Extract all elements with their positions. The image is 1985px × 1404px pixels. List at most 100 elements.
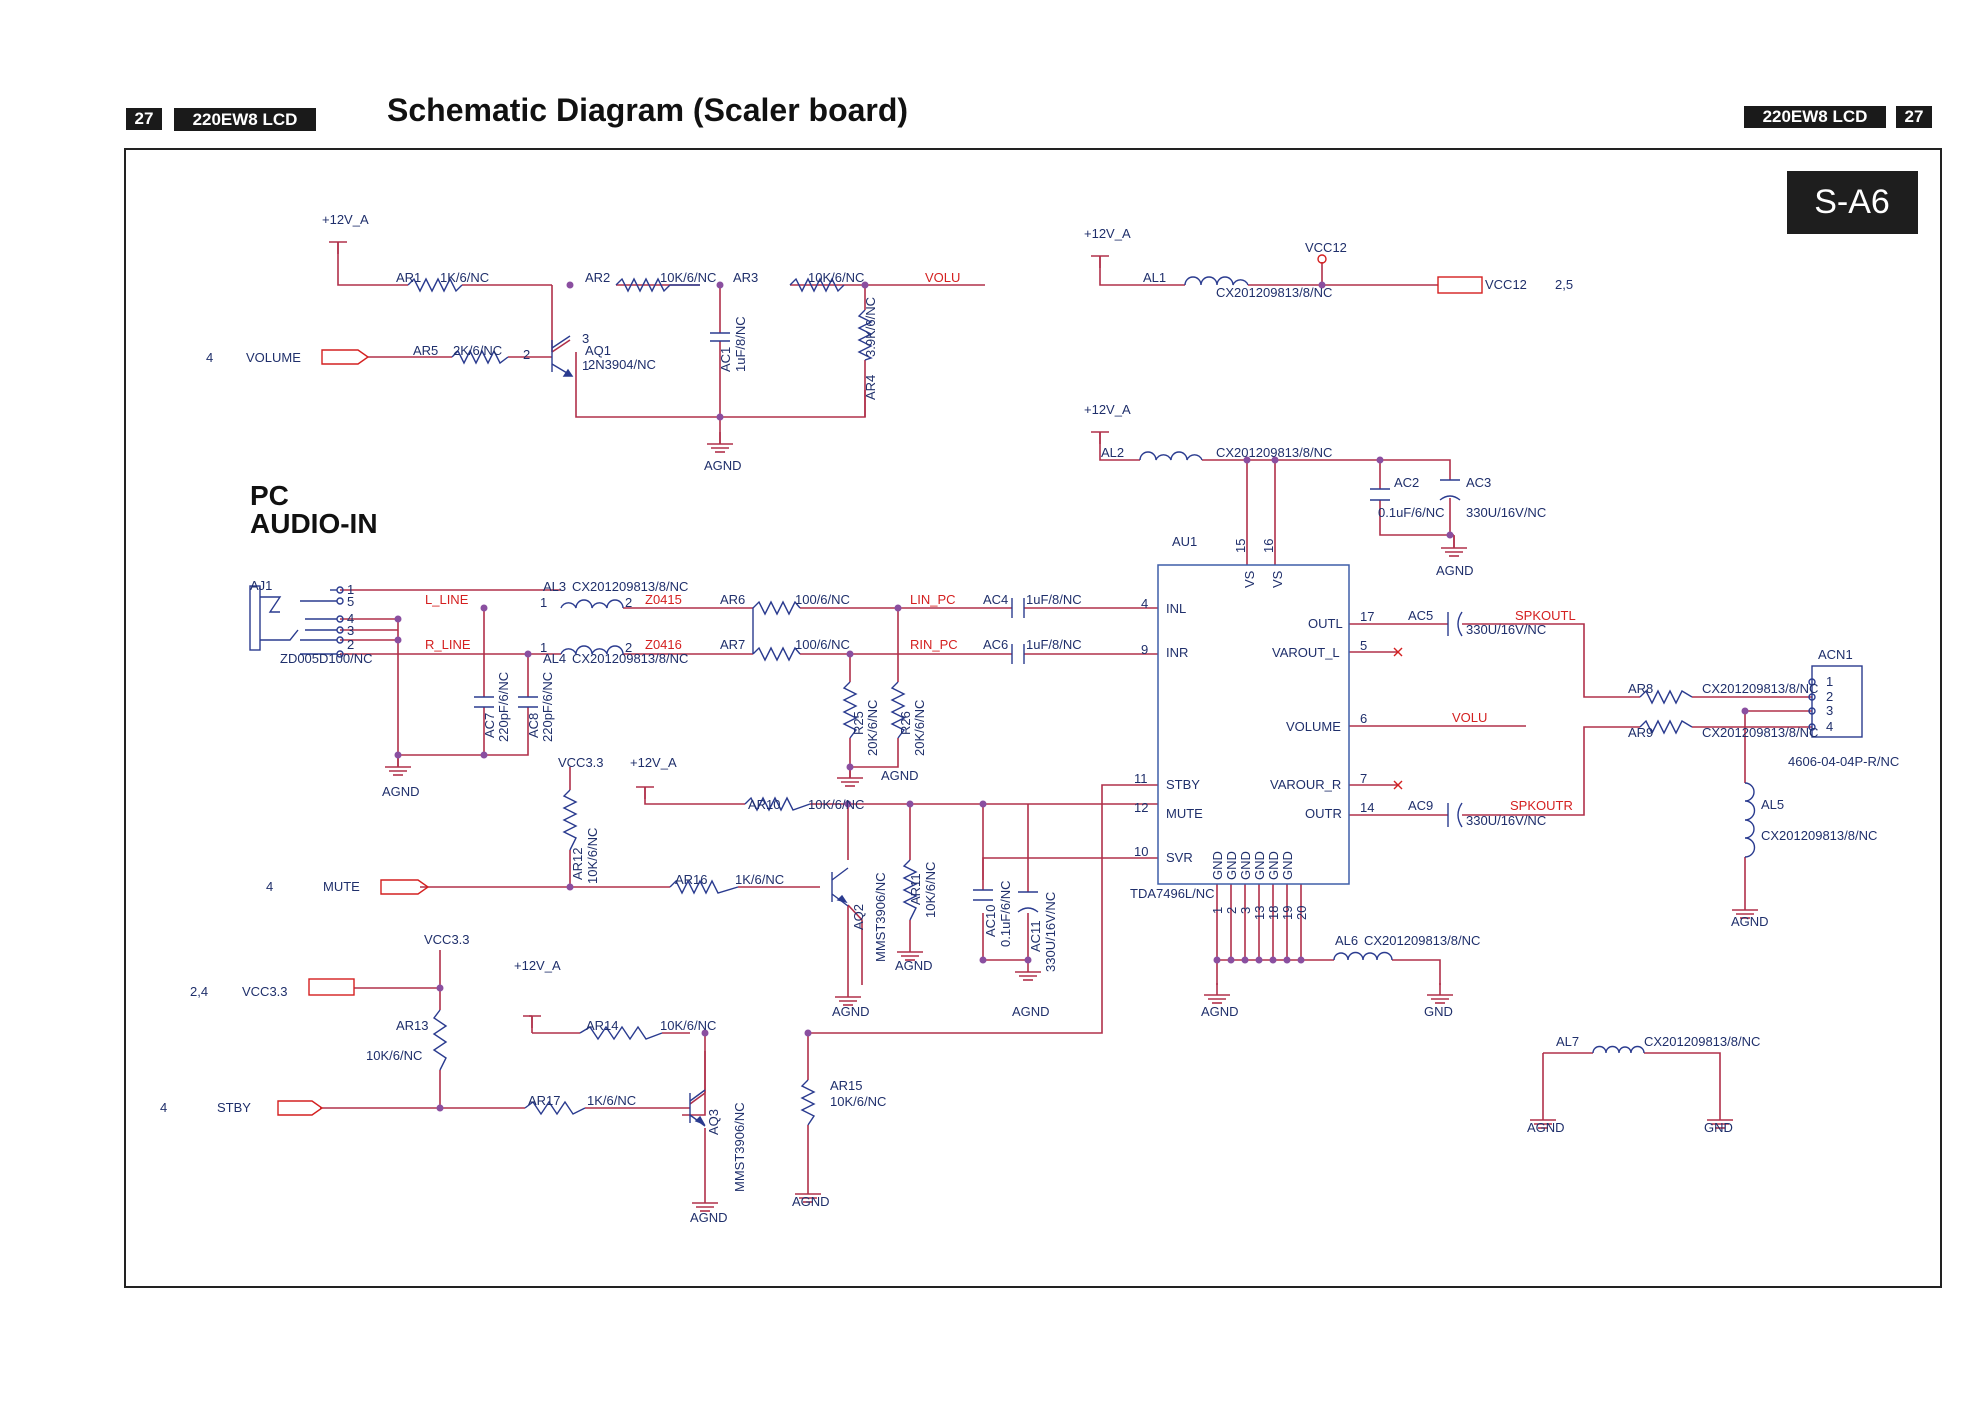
resistor-ar13	[432, 1009, 448, 1071]
label-ar6-value: 100/6/NC	[795, 592, 850, 607]
resistor-r26	[890, 681, 906, 739]
label-ar13: AR13	[396, 1018, 429, 1033]
capacitor-ac5	[1447, 611, 1463, 637]
label-pin14: 14	[1360, 800, 1374, 815]
label-ar17: AR17	[528, 1093, 561, 1108]
label-ar9-value: CX201209813/8/NC	[1702, 725, 1818, 740]
label-pin17: 17	[1360, 609, 1374, 624]
label-pin9: 9	[1141, 642, 1148, 657]
resistor-ar3	[789, 277, 845, 293]
label-acn1: ACN1	[1818, 647, 1853, 662]
components	[249, 254, 1863, 1127]
label-gnd-3: GND	[1238, 851, 1253, 880]
transistor-aq1	[551, 335, 574, 377]
capacitor-ac7	[474, 696, 494, 708]
label-agnd-9: AGND	[832, 1004, 870, 1019]
resistor-ar8	[1639, 689, 1693, 705]
label-inr: INR	[1166, 645, 1188, 660]
label-agnd-12: AGND	[792, 1194, 830, 1209]
label-gnd-6: GND	[1280, 851, 1295, 880]
label-ar15-value: 10K/6/NC	[830, 1094, 886, 1109]
label-zd005: ZD005D100/NC	[280, 651, 373, 666]
label-ar2-value: 10K/6/NC	[660, 270, 716, 285]
label-stby-num: 4	[160, 1100, 167, 1115]
label-ac3: AC3	[1466, 475, 1491, 490]
label-agnd-5: AGND	[1201, 1004, 1239, 1019]
label-vcc12-top: VCC12	[1305, 240, 1347, 255]
capacitor-ac2	[1370, 488, 1390, 501]
label-outl: OUTL	[1308, 616, 1343, 631]
label-outr: OUTR	[1305, 806, 1342, 821]
label-al6-value: CX201209813/8/NC	[1364, 933, 1480, 948]
label-al5: AL5	[1761, 797, 1784, 812]
wires	[320, 242, 1812, 1191]
sheet-id: S-A6	[1814, 183, 1890, 221]
label-agnd-6: AGND	[1731, 914, 1769, 929]
label-pin12: 12	[1134, 800, 1148, 815]
label-gnd-pin19: 19	[1280, 906, 1295, 920]
label-aj-pin2: 2	[347, 637, 354, 652]
label-vcc33-b: VCC3.3	[424, 932, 470, 947]
label-al1: AL1	[1143, 270, 1166, 285]
label-ar10: AR10	[748, 797, 781, 812]
label-ac4-value: 1uF/8/NC	[1026, 592, 1082, 607]
label-ar3-value: 10K/6/NC	[808, 270, 864, 285]
label-ar15: AR15	[830, 1078, 863, 1093]
label-gnd-ground-5: GND	[1424, 1004, 1453, 1019]
audio-jack-aj1	[249, 585, 344, 658]
label-pin7: 7	[1360, 771, 1367, 786]
inductor-al1	[1184, 276, 1249, 286]
label-varout-l: VAROUT_L	[1272, 645, 1340, 660]
label-svr-pin: SVR	[1166, 850, 1193, 865]
label-aj1: AJ1	[250, 578, 272, 593]
resistor-ar12	[562, 789, 578, 851]
label-volume-name: VOLUME	[246, 350, 301, 365]
resistor-ar11	[902, 859, 918, 921]
label-ar1-value: 1K/6/NC	[440, 270, 489, 285]
page-number-left: 27	[126, 108, 162, 130]
label-ar12-value: 10K/6/NC	[585, 828, 600, 884]
label-p12a-5: +12V_A	[514, 958, 561, 973]
label-r25-value: 20K/6/NC	[865, 700, 880, 756]
connector-acn1	[1808, 665, 1863, 738]
label-ac10: AC10	[983, 904, 998, 937]
label-p12a-4: +12V_A	[630, 755, 677, 770]
page-number-right: 27	[1896, 106, 1932, 128]
label-vs-1: VS	[1242, 570, 1257, 588]
label-vcc33-a: VCC3.3	[558, 755, 604, 770]
label-agnd-2: AGND	[1436, 563, 1474, 578]
label-vcc33-name: VCC3.3	[242, 984, 288, 999]
label-ac6-value: 1uF/8/NC	[1026, 637, 1082, 652]
label-ac9-value: 330U/16V/NC	[1466, 813, 1546, 828]
inductor-al5	[1744, 782, 1756, 858]
capacitor-ac6	[1011, 644, 1025, 664]
label-ac11: AC11	[1028, 920, 1043, 952]
resistor-ar7	[752, 646, 801, 662]
schematic-frame	[124, 148, 1942, 1288]
label-inl: INL	[1166, 601, 1186, 616]
label-al3: AL3	[543, 579, 566, 594]
label-ar16-value: 1K/6/NC	[735, 872, 784, 887]
label-z0416: Z0416	[645, 637, 682, 652]
label-tda7496l: TDA7496L/NC	[1130, 886, 1215, 901]
label-ar7-value: 100/6/NC	[795, 637, 850, 652]
label-aq1-value: 2N3904/NC	[588, 357, 656, 372]
transistor-aq3	[689, 1089, 706, 1127]
inductor-al2	[1139, 451, 1203, 461]
section-title-line2: AUDIO-IN	[250, 508, 378, 539]
label-ac8-value: 220pF/6/NC	[540, 672, 555, 742]
label-ar10-value: 10K/6/NC	[808, 797, 864, 812]
label-spkoutr: SPKOUTR	[1510, 798, 1573, 813]
mute-input-port	[380, 879, 430, 895]
label-ar9: AR9	[1628, 725, 1653, 740]
label-gnd-pin13: 13	[1252, 906, 1267, 920]
capacitor-ac9	[1447, 802, 1463, 828]
label-gnd-pin1: 1	[1210, 907, 1225, 914]
label-acn1-pin3: 3	[1826, 703, 1833, 718]
label-gnd-pin18: 18	[1266, 906, 1281, 920]
capacitor-ac3	[1439, 479, 1461, 501]
label-aq3: AQ3	[706, 1109, 721, 1135]
ic-au1	[1157, 564, 1350, 885]
label-gnd-5: GND	[1266, 851, 1281, 880]
label-ac2-value: 0.1uF/6/NC	[1378, 505, 1444, 520]
